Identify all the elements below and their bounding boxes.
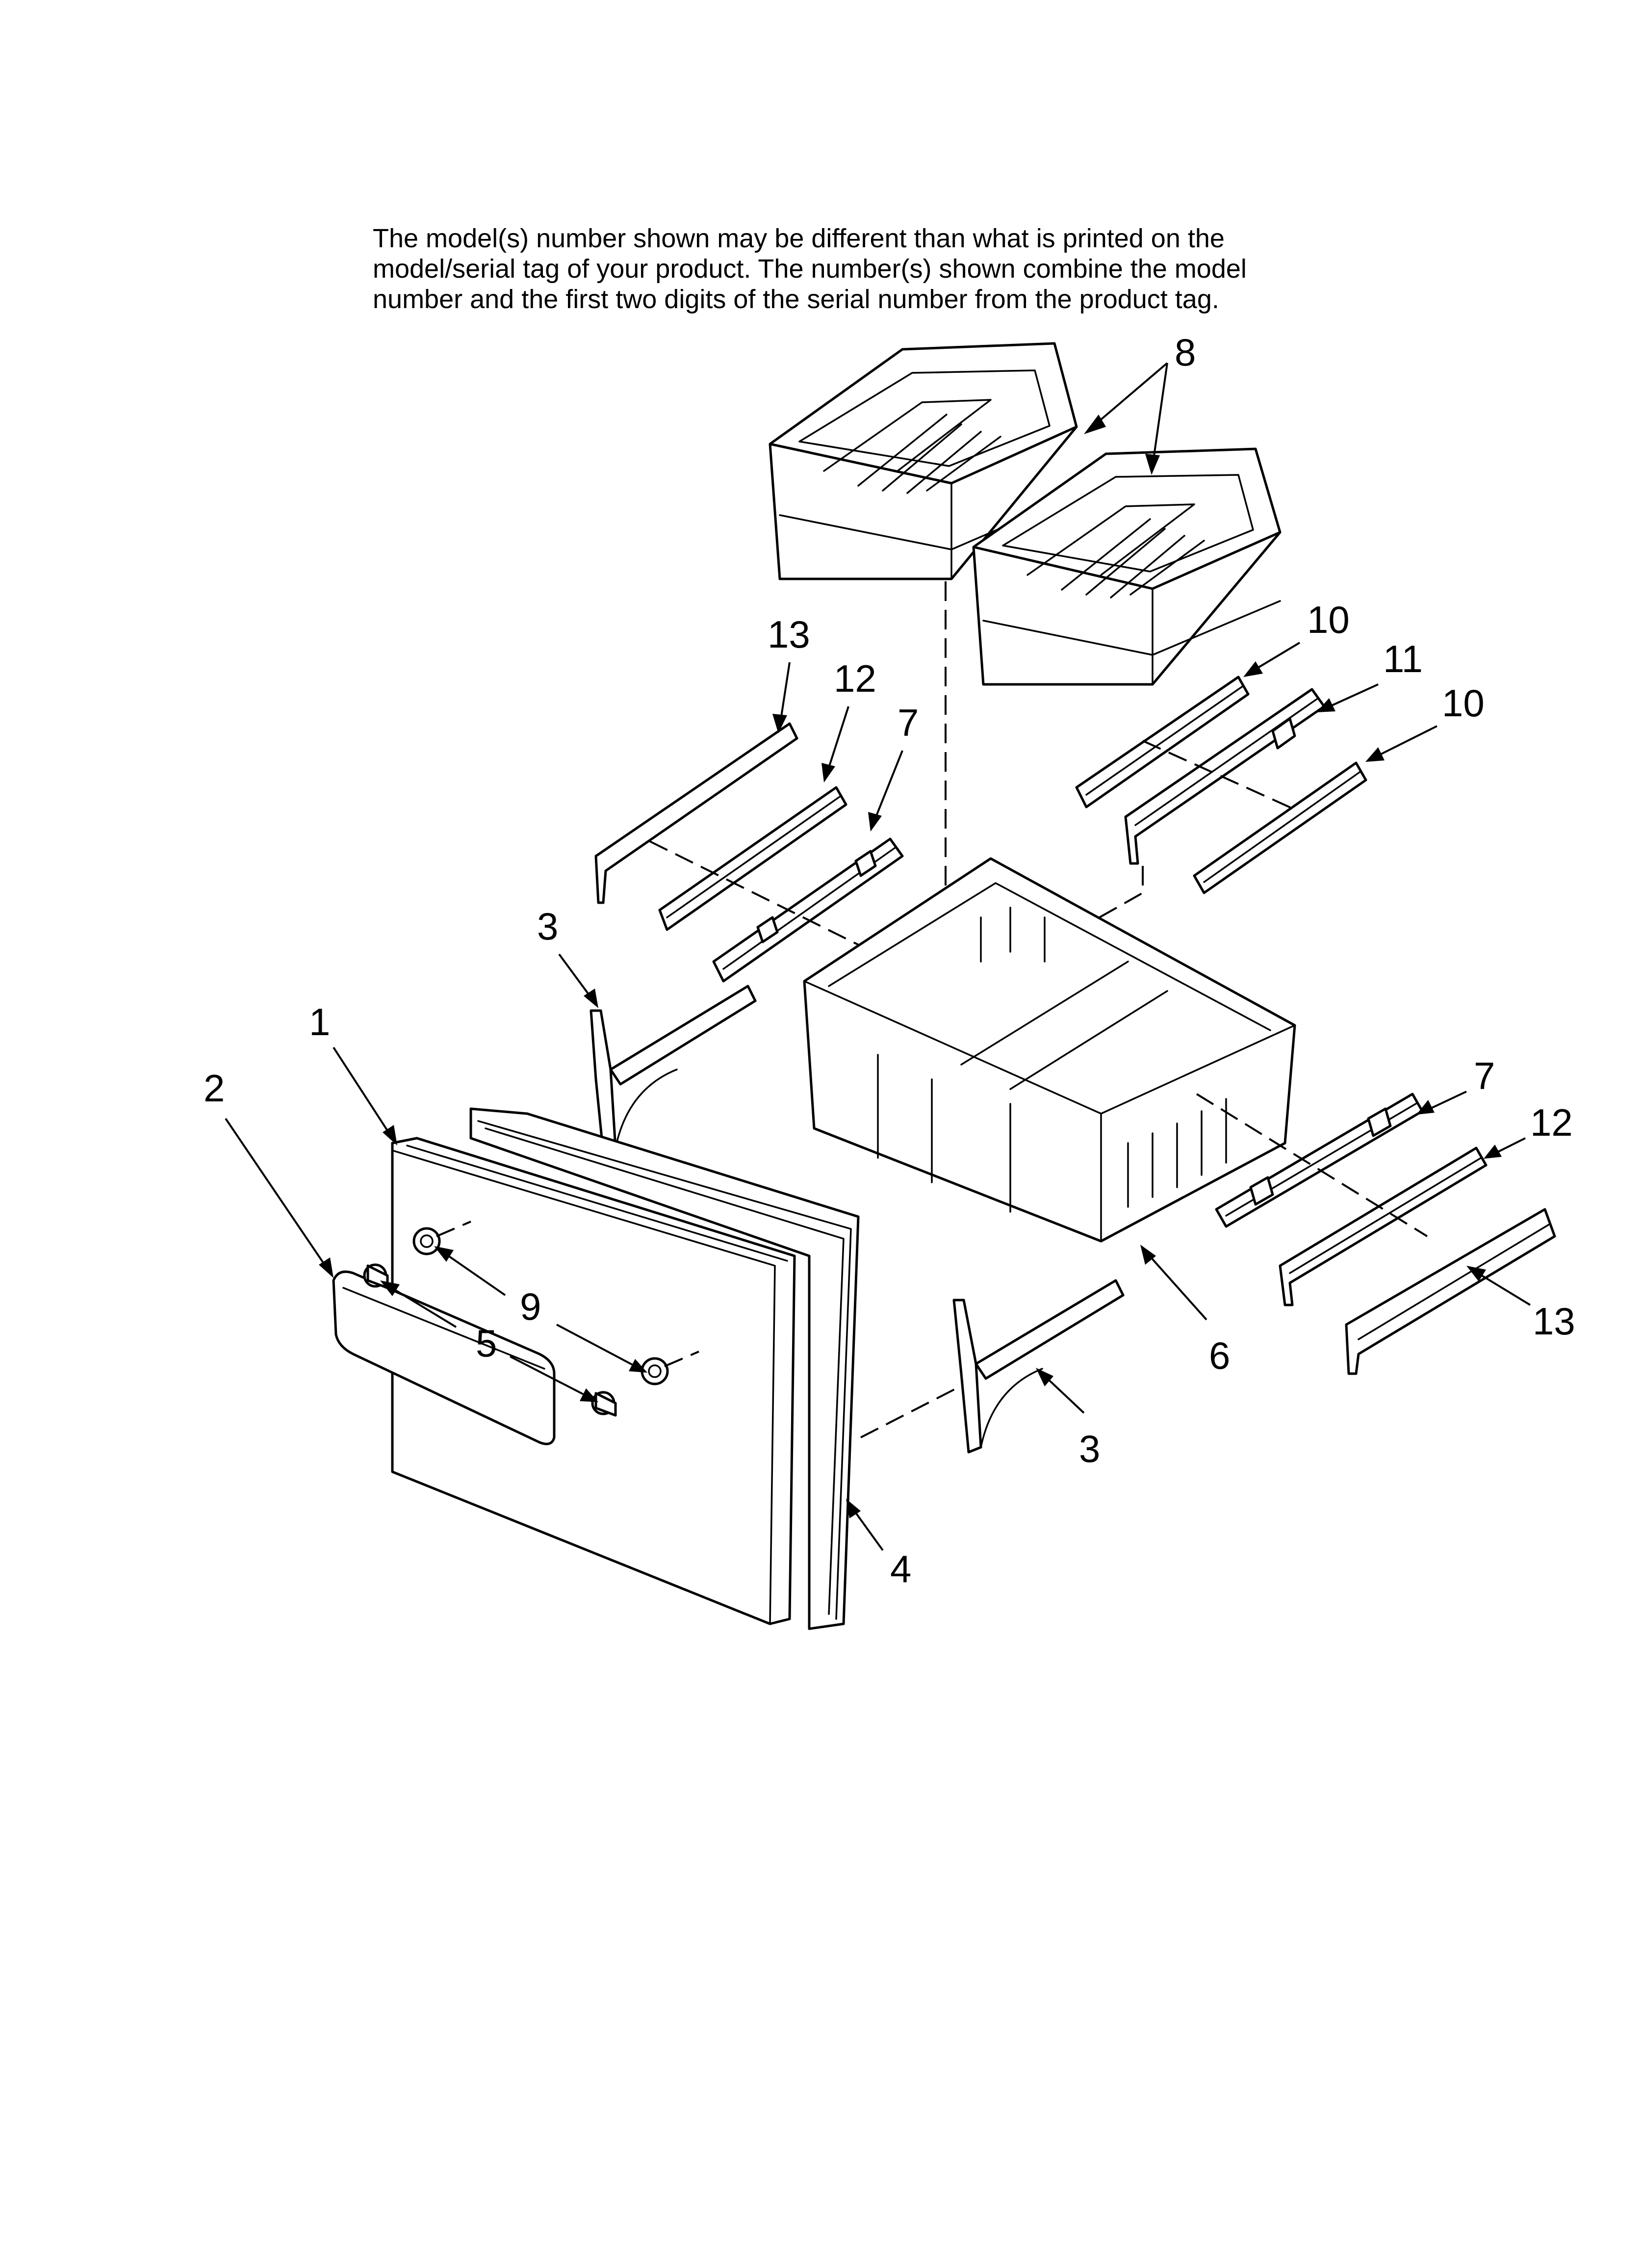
part-2-handle [332, 1270, 556, 1445]
part-9-grommets [412, 1227, 669, 1385]
part-8-tray-lower [972, 447, 1282, 686]
part-7-slide-right [1215, 1093, 1424, 1228]
callout-13-right: 13 [1533, 1300, 1575, 1343]
callout-13-left: 13 [768, 613, 810, 656]
disclaimer-line-3: number and the first two digits of the s… [373, 285, 1219, 314]
callout-3-upper: 3 [537, 905, 558, 948]
part-4-gasket [469, 1107, 860, 1630]
part-6-bin [803, 857, 1296, 1243]
callout-1: 1 [309, 1000, 330, 1043]
callout-10-upper: 10 [1307, 598, 1350, 641]
disclaimer-line-1: The model(s) number shown may be differe… [373, 224, 1225, 253]
part-10-rail-upper [1075, 676, 1250, 808]
part-8-tray-upper [769, 342, 1078, 580]
callout-6: 6 [1209, 1334, 1230, 1377]
callout-10-lower: 10 [1442, 681, 1485, 725]
callout-12-right: 12 [1530, 1101, 1573, 1144]
part-3-bracket-upper [590, 985, 757, 1154]
callout-4: 4 [890, 1547, 911, 1590]
disclaimer-note: The model(s) number shown may be differe… [373, 223, 1354, 314]
alignment-line-door-to-bracket [860, 1387, 957, 1438]
part-12-rail-left [658, 786, 847, 931]
alignment-line-screw-upper [436, 1221, 471, 1237]
part-1-door [391, 1137, 796, 1625]
part-12-rail-right [1279, 1147, 1488, 1306]
callout-7-left: 7 [898, 701, 919, 744]
alignment-line-right-lower-rails [1196, 1093, 1428, 1237]
callout-12-left: 12 [834, 657, 876, 700]
part-7-slide-left [712, 837, 904, 983]
callout-2: 2 [204, 1067, 225, 1110]
callout-11: 11 [1383, 637, 1423, 680]
callout-labels: 8 13 12 7 10 11 10 3 1 2 9 5 4 6 3 7 12 … [204, 331, 1575, 1590]
callout-5: 5 [476, 1322, 497, 1365]
callout-9: 9 [520, 1285, 541, 1328]
part-11-rail [1124, 688, 1326, 865]
part-10-rail-lower [1193, 761, 1367, 894]
part-13-cover-right [1345, 1208, 1556, 1375]
callout-8: 8 [1175, 331, 1196, 374]
part-13-cover-left [594, 722, 798, 904]
disclaimer-line-2: model/serial tag of your product. The nu… [373, 254, 1247, 284]
part-3-bracket-lower [952, 1279, 1125, 1454]
callout-7-right: 7 [1474, 1054, 1495, 1097]
leader-lines [225, 362, 1531, 1551]
callout-3-lower: 3 [1079, 1427, 1100, 1470]
alignment-line-rail-to-bin [1069, 866, 1144, 936]
alignment-line-screw-lower [664, 1351, 699, 1367]
